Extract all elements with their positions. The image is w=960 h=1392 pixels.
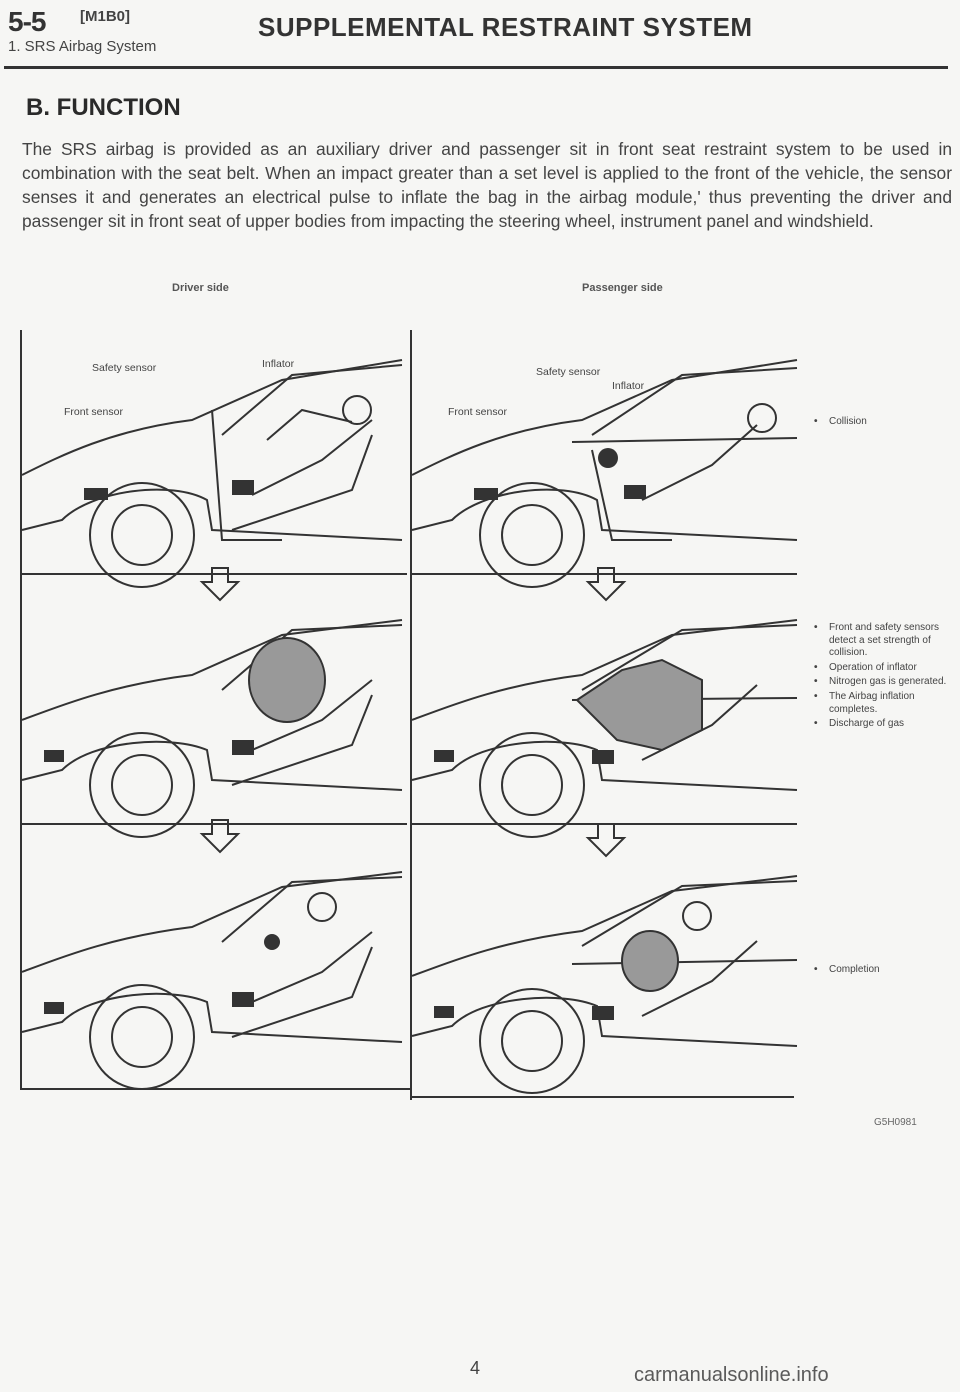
bullet-icon: • — [814, 622, 818, 635]
bullet-icon: • — [814, 718, 818, 731]
passenger-stage-collision-illustration — [412, 340, 797, 580]
stage-note: • Collision — [812, 416, 952, 429]
section-code: [M1B0] — [80, 8, 130, 25]
bullet-icon: • — [814, 691, 818, 704]
stage-note-text: Nitrogen gas is generated. — [829, 676, 946, 687]
page-number: 4 — [470, 1358, 480, 1379]
passenger-stage-inflation-illustration — [412, 610, 797, 840]
stage-note: • Front and safety sensors detect a set s… — [812, 622, 952, 660]
stage-note-text: The Airbag inflation completes. — [829, 691, 915, 715]
stage-note-text: Discharge of gas — [829, 718, 904, 729]
figure-bottom-rule-right — [410, 1096, 794, 1098]
stage-note-text: Completion — [829, 964, 880, 975]
stage-notes-completion: • Completion — [812, 964, 952, 979]
passenger-stage-completion-illustration — [412, 866, 797, 1096]
page-title: SUPPLEMENTAL RESTRAINT SYSTEM — [258, 12, 753, 43]
function-description: The SRS airbag is provided as an auxilia… — [22, 137, 952, 233]
header-rule — [4, 66, 948, 69]
driver-stage-collision-illustration — [22, 340, 407, 580]
bullet-icon: • — [814, 416, 818, 429]
passenger-inflator-label: Inflator — [612, 380, 644, 392]
driver-stage-inflation-illustration — [22, 610, 407, 840]
stage-notes-collision: • Collision — [812, 416, 952, 431]
passenger-safety-sensor-label: Safety sensor — [536, 366, 600, 378]
watermark: carmanualsonline.info — [634, 1364, 829, 1387]
bullet-icon: • — [814, 964, 818, 977]
driver-inflator-label: Inflator — [262, 358, 294, 370]
stage-note-text: Collision — [829, 416, 867, 427]
driver-side-caption: Driver side — [172, 282, 229, 294]
passenger-front-sensor-label: Front sensor — [448, 406, 507, 418]
bullet-icon: • — [814, 676, 818, 689]
stage-note: • The Airbag inflation completes. — [812, 691, 952, 716]
stage-note-text: Operation of inflator — [829, 662, 917, 673]
stage-notes-inflation: • Front and safety sensors detect a set s… — [812, 622, 952, 733]
stage-note: • Operation of inflator — [812, 662, 952, 675]
driver-front-sensor-label: Front sensor — [64, 406, 123, 418]
section-subtitle: 1. SRS Airbag System — [8, 38, 156, 55]
stage-note: • Nitrogen gas is generated. — [812, 676, 952, 689]
stage-note: • Completion — [812, 964, 952, 977]
passenger-side-caption: Passenger side — [582, 282, 663, 294]
driver-stage-completion-illustration — [22, 862, 407, 1092]
driver-down-arrow — [200, 818, 240, 854]
bullet-icon: • — [814, 662, 818, 675]
section-number: 5-5 — [8, 6, 45, 38]
driver-down-arrow — [200, 566, 240, 602]
figure-code: G5H0981 — [874, 1117, 917, 1128]
passenger-down-arrow — [586, 822, 626, 858]
driver-safety-sensor-label: Safety sensor — [92, 362, 156, 374]
passenger-down-arrow — [586, 566, 626, 602]
section-heading: B. FUNCTION — [26, 94, 181, 122]
stage-note: • Discharge of gas — [812, 718, 952, 731]
stage-note-text: Front and safety sensors detect a set st… — [829, 622, 939, 658]
